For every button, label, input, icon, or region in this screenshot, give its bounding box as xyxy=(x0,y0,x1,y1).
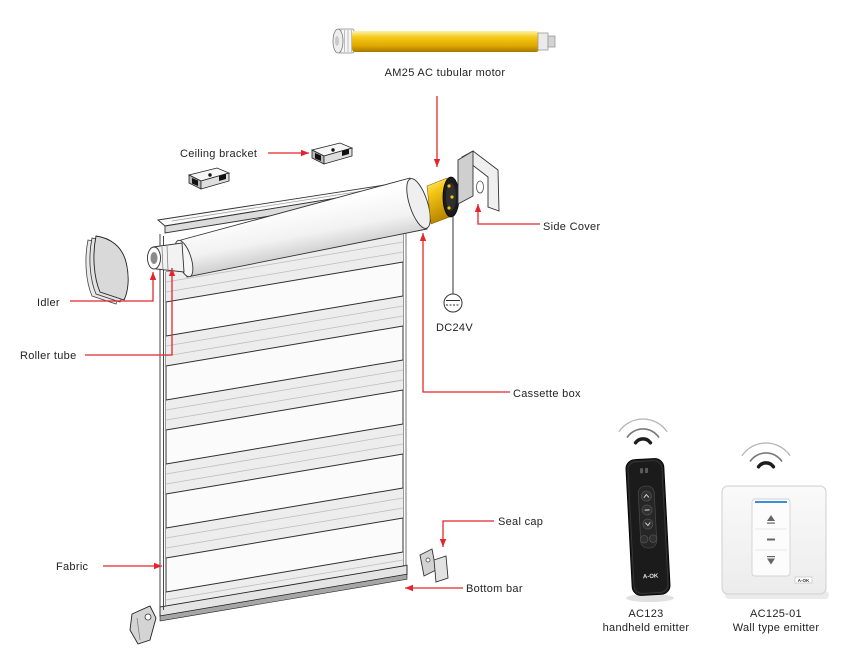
tubular-motor xyxy=(332,28,556,54)
side-cover-callout-arrow xyxy=(474,204,540,225)
idler-label: Idler xyxy=(37,297,60,309)
stop-icon xyxy=(641,504,653,516)
seal-cap-callout-arrow xyxy=(439,520,494,547)
seal-cap xyxy=(419,548,449,583)
down-arrow-icon xyxy=(642,518,654,530)
up-arrow-icon xyxy=(641,490,652,502)
idler xyxy=(147,242,185,273)
roller-tube-label: Roller tube xyxy=(20,350,77,362)
idler-callout-arrow xyxy=(70,272,157,302)
wifi-signal-icon xyxy=(741,442,791,469)
wall-emitter-model: AC125-01 xyxy=(750,608,802,620)
wall-emitter-type: Wall type emitter xyxy=(733,622,820,634)
ceiling-bracket-label: Ceiling bracket xyxy=(180,148,257,160)
handheld-type: handheld emitter xyxy=(603,622,690,634)
motor-label: AM25 AC tubular motor xyxy=(385,67,506,79)
wall-emitter-logo: A-OK xyxy=(798,578,810,583)
wall-emitter: A-OK xyxy=(721,485,827,595)
fabric-side-channel xyxy=(159,226,407,612)
cassette-box-callout-arrow xyxy=(419,233,510,393)
ceiling-bracket xyxy=(311,142,353,165)
dc-power-symbol xyxy=(443,216,463,313)
bottom-bar-label: Bottom bar xyxy=(466,583,523,595)
ceiling-bracket xyxy=(188,167,230,190)
up-arrow-icon xyxy=(767,515,775,524)
seal-cap-bottom-left xyxy=(129,605,157,645)
right-side-cover xyxy=(457,150,500,212)
roller-tube-callout-arrow xyxy=(85,268,176,356)
handheld-emitter: A-OK xyxy=(625,458,671,596)
handheld-shadow xyxy=(626,594,674,602)
wifi-signal-icon xyxy=(618,418,668,445)
motor-head xyxy=(426,176,460,225)
zebra-fabric xyxy=(159,231,408,622)
seal-cap-label: Seal cap xyxy=(498,516,543,528)
left-side-cover xyxy=(85,235,129,305)
handheld-logo: A-OK xyxy=(643,573,659,580)
handheld-model: AC123 xyxy=(628,608,663,620)
stop-icon xyxy=(767,538,775,541)
fabric-label: Fabric xyxy=(56,561,89,573)
cassette-box-label: Cassette box xyxy=(513,388,581,400)
side-cover-label: Side Cover xyxy=(543,221,600,233)
dc24v-label: DC24V xyxy=(436,322,473,334)
down-arrow-icon xyxy=(767,556,775,565)
